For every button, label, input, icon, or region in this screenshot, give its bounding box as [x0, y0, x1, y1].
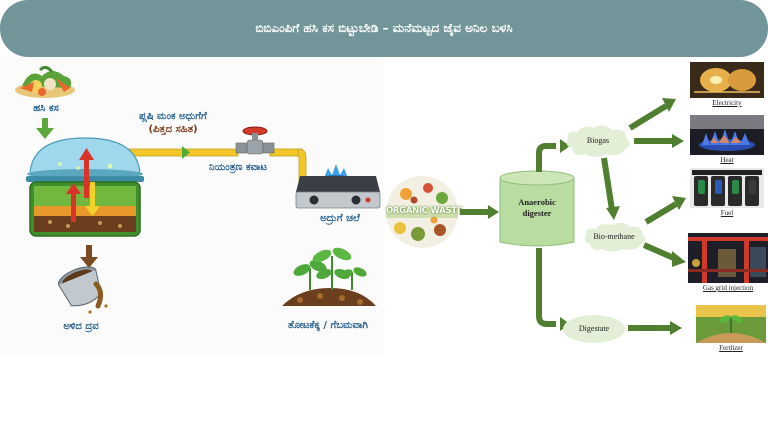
- organic-waste-icon: [386, 176, 458, 248]
- wet-waste-label: ಹಸಿ ಕಸ: [33, 103, 59, 114]
- seedling-photo-icon: [696, 305, 766, 343]
- title-bar: ಬಿಬಿಎಂಪಿಗೆ ಹಸಿ ಕಸ ಬಿಟ್ಟುಬೇಡಿ – ಮನೆಮಟ್ಟದ …: [0, 0, 768, 57]
- output-fuel-label: Fuel: [720, 209, 734, 217]
- output-heat[interactable]: Heat: [690, 115, 764, 165]
- lightbulb-photo-icon: [690, 62, 764, 98]
- gas-plant-photo-icon: [688, 233, 768, 283]
- organic-waste-label: ORGANIC WASTE: [386, 206, 463, 216]
- output-fertilizer-label: Fertlizer: [719, 344, 743, 352]
- digestate-label: Digestate: [578, 324, 610, 333]
- slurry-arrow-icon: [80, 245, 98, 268]
- output-fertilizer[interactable]: Fertlizer: [696, 305, 766, 357]
- output-fuel[interactable]: Fuel: [690, 168, 764, 218]
- gas-line-label: ಪ್ಲಷಿ ಮಂಕ ಅಧುಗೆಗೆ (ಪಿತ್ತದ ಸಹಿತ): [118, 111, 228, 136]
- biogas-label: Biogas: [586, 136, 610, 145]
- digester-label: Anaerobic digester: [500, 197, 574, 218]
- digestate-node[interactable]: [562, 314, 626, 344]
- valve-label: ನಿಯಂತ್ರಣ ಕವಾಟ: [209, 162, 267, 173]
- slurry-bucket-icon: [57, 266, 108, 314]
- biomethane-cloud[interactable]: [580, 222, 648, 252]
- biomethane-label: Bio-methane: [593, 232, 635, 241]
- digester-label-line1: Anaerobic: [518, 197, 556, 207]
- page-title: ಬಿಬಿಎಂಪಿಗೆ ಹಸಿ ಕಸ ಬಿಟ್ಟುಬೇಡಿ – ಮನೆಮಟ್ಟದ …: [255, 21, 513, 35]
- compost-plants-icon: [282, 247, 376, 306]
- vegetable-waste-icon: [15, 65, 75, 98]
- output-electricity[interactable]: Electricity: [690, 62, 764, 108]
- biogas-digester-tank: [26, 137, 144, 237]
- output-heat-label: Heat: [720, 156, 734, 164]
- output-electricity-label: Electricity: [712, 99, 742, 107]
- stove-label: ಅದ್ರುಗೆ ಚಲೆ: [320, 213, 360, 224]
- gas-stove-icon: [295, 164, 381, 209]
- control-valve-icon[interactable]: [234, 126, 275, 162]
- down-arrow-icon: [36, 118, 54, 139]
- fuel-pump-photo-icon: [690, 168, 764, 208]
- gas-line-label-line1: ಪ್ಲಷಿ ಮಂಕ ಅಧುಗೆಗೆ: [139, 111, 207, 122]
- output-gas-grid-label: Gas grid injection: [702, 284, 754, 292]
- flow-arrow-waste-to-digester: [460, 205, 499, 219]
- digester-label-line2: digester: [522, 207, 552, 218]
- gas-flame-photo-icon: [690, 115, 764, 155]
- anaerobic-digester-cylinder[interactable]: [498, 170, 576, 250]
- gas-line-label-line2: (ಪಿತ್ತದ ಸಹಿತ): [148, 123, 198, 135]
- output-gas-grid-injection[interactable]: Gas grid injection: [688, 233, 768, 297]
- slurry-label: ಅಳಿದ ದ್ರವ: [63, 321, 99, 332]
- biogas-cloud[interactable]: [562, 124, 634, 158]
- compost-label: ತೋಟಕೆಕ್ಕ / ಗೆಬಮವಾಗಿ: [288, 320, 368, 331]
